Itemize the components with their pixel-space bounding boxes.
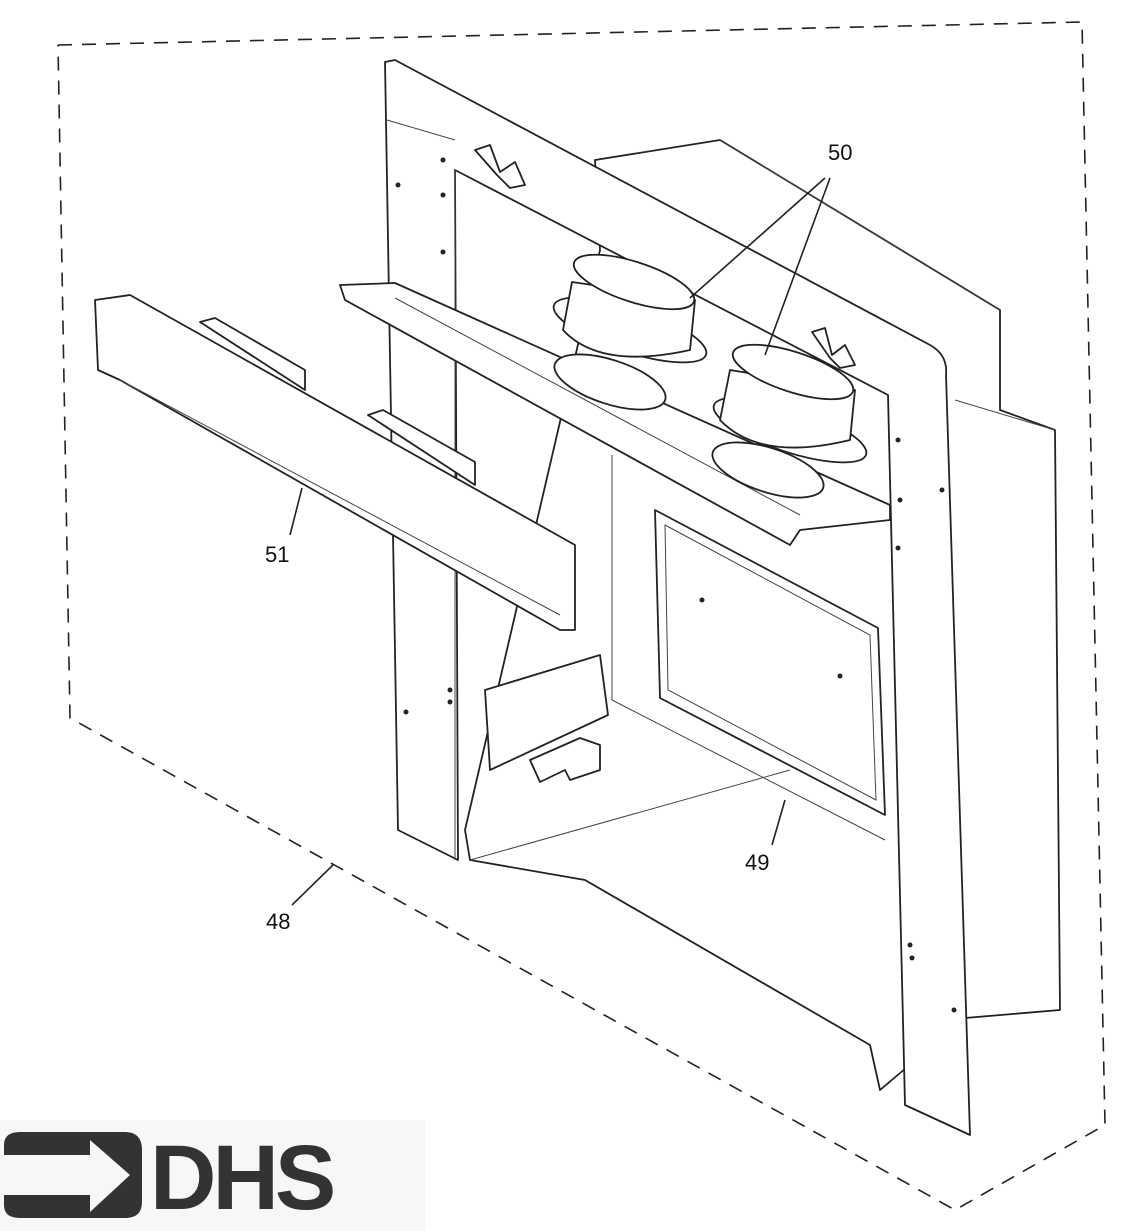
dhs-logo: DHS	[0, 1120, 425, 1231]
assembly-boundary	[57, 21, 1106, 1211]
callout-51: 51	[265, 542, 290, 567]
flue-hole	[711, 441, 825, 499]
top-clip-left	[474, 144, 526, 189]
glass-opening	[654, 509, 886, 816]
logo-text: DHS	[150, 1127, 336, 1229]
callout-50: 50	[828, 140, 853, 165]
top-clip-right	[811, 327, 856, 369]
mounting-holes	[395, 157, 957, 1013]
flue-collar-right	[712, 343, 868, 464]
lower-bracket	[484, 654, 609, 771]
flue-collar-left	[552, 253, 708, 364]
leader-lines	[289, 177, 831, 906]
arrow-logo-icon	[4, 1132, 142, 1218]
flue-hole	[553, 353, 667, 411]
callout-48: 48	[266, 909, 291, 934]
callout-49: 49	[745, 850, 770, 875]
trim-channel	[94, 294, 576, 631]
